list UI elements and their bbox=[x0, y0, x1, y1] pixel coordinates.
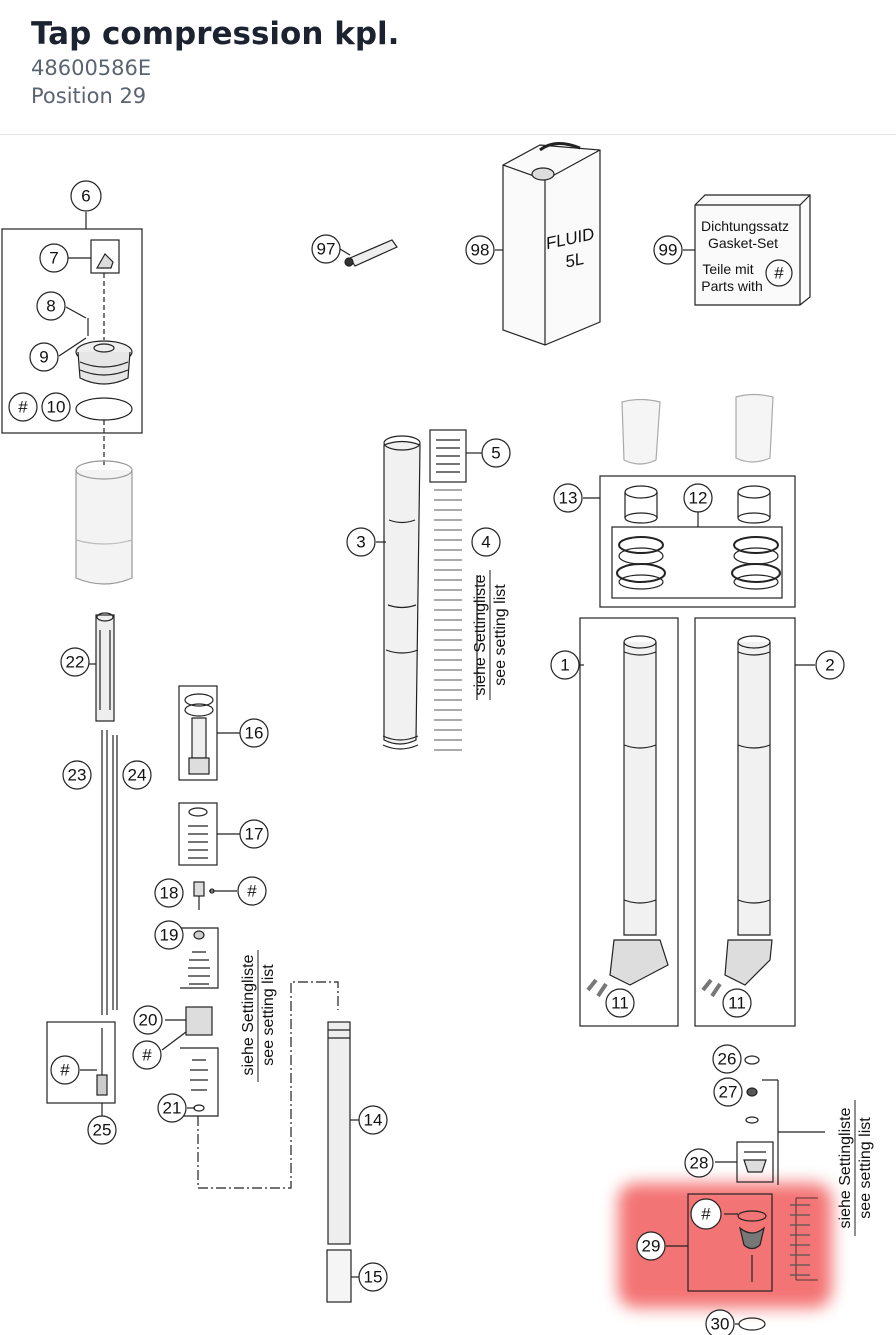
gasket-line1: Dichtungssatz bbox=[701, 218, 789, 234]
label-22: 22 bbox=[66, 653, 85, 672]
fluid-label-line2: 5L bbox=[563, 249, 585, 272]
setting-en-1: see setting list bbox=[492, 584, 509, 686]
label-11-right: 11 bbox=[728, 994, 746, 1013]
label-hash-20: # bbox=[142, 1046, 152, 1065]
label-hash-18: # bbox=[247, 882, 257, 901]
label-hash-99: # bbox=[774, 264, 784, 283]
setting-de-1: siehe Settingliste bbox=[472, 574, 489, 695]
highlight-position-29 bbox=[618, 1183, 832, 1308]
label-18: 18 bbox=[160, 884, 179, 903]
label-20: 20 bbox=[139, 1011, 158, 1030]
label-19: 19 bbox=[160, 926, 179, 945]
label-10: 10 bbox=[47, 398, 66, 417]
label-6: 6 bbox=[81, 187, 90, 206]
label-15: 15 bbox=[364, 1268, 383, 1287]
part-number: 48600586E bbox=[31, 56, 152, 80]
part-7-box bbox=[90, 239, 120, 274]
label-99: 99 bbox=[659, 241, 678, 260]
label-28: 28 bbox=[690, 1154, 709, 1173]
setting-de-2: siehe Settingliste bbox=[240, 954, 257, 1075]
label-8: 8 bbox=[46, 297, 55, 316]
setting-en-3: see setting list bbox=[857, 1117, 874, 1219]
label-hash-29: # bbox=[701, 1205, 711, 1224]
label-hash-25: # bbox=[60, 1061, 70, 1080]
label-11-left: 11 bbox=[611, 994, 629, 1013]
label-5: 5 bbox=[491, 444, 500, 463]
label-13: 13 bbox=[559, 489, 578, 508]
label-27: 27 bbox=[719, 1083, 738, 1102]
label-29: 29 bbox=[642, 1237, 661, 1256]
page-header: Tap compression kpl. 48600586E Position … bbox=[0, 0, 896, 135]
label-12: 12 bbox=[689, 489, 708, 508]
label-7: 7 bbox=[49, 249, 58, 268]
gasket-line2: Gasket-Set bbox=[708, 235, 778, 251]
label-30: 30 bbox=[711, 1315, 730, 1334]
label-4: 4 bbox=[481, 533, 490, 552]
label-hash-10: # bbox=[18, 398, 28, 417]
label-98: 98 bbox=[471, 241, 490, 260]
label-1: 1 bbox=[560, 656, 569, 675]
label-21: 21 bbox=[163, 1099, 182, 1118]
gasket-line3: Teile mit bbox=[702, 261, 753, 277]
label-16: 16 bbox=[245, 724, 264, 743]
label-24: 24 bbox=[128, 766, 147, 785]
label-9: 9 bbox=[39, 348, 48, 367]
setting-en-2: see setting list bbox=[260, 964, 277, 1066]
gasket-line4: Parts with bbox=[701, 278, 762, 294]
label-26: 26 bbox=[718, 1050, 737, 1069]
label-14: 14 bbox=[364, 1111, 383, 1130]
label-17: 17 bbox=[245, 825, 264, 844]
setting-de-3: siehe Settingliste bbox=[837, 1107, 854, 1228]
page-title: Tap compression kpl. bbox=[31, 16, 400, 52]
label-3: 3 bbox=[356, 533, 365, 552]
label-97: 97 bbox=[317, 240, 336, 259]
label-23: 23 bbox=[68, 766, 87, 785]
box-cap-assembly bbox=[1, 228, 143, 434]
position-label: Position 29 bbox=[31, 84, 147, 108]
label-25: 25 bbox=[93, 1121, 112, 1140]
label-2: 2 bbox=[825, 656, 834, 675]
